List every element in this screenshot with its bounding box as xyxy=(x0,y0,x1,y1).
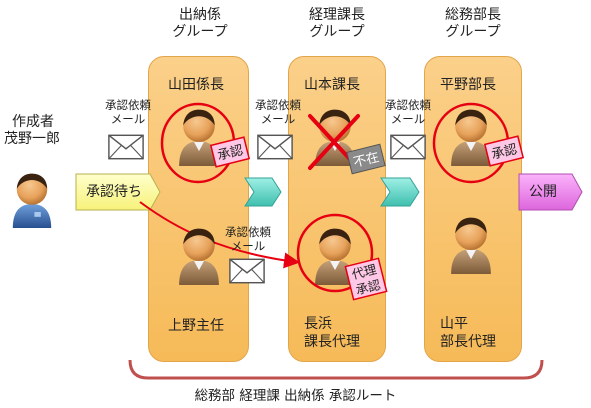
request-label-4-line2: メール xyxy=(230,239,266,253)
publish-shape xyxy=(518,173,583,211)
person-icon-yamahira xyxy=(451,217,491,274)
group-header-suitou: 出納係 グループ xyxy=(145,7,255,41)
person-name-yamada: 山田係長 xyxy=(168,77,224,93)
request-label-2-line2: メール xyxy=(260,112,296,126)
person-name-nagahama-2: 課長代理 xyxy=(304,334,360,350)
waiting-shape xyxy=(75,173,161,211)
approval-ring-nagahama xyxy=(296,213,374,293)
person-icon-yamada xyxy=(179,109,219,166)
group-header-keiri-line2: グループ xyxy=(309,24,365,40)
group-header-suitou-line1: 出納係 xyxy=(179,7,221,23)
stamp-approved-yamada-text: 承認 xyxy=(216,142,245,164)
request-label-3-line2: メール xyxy=(390,112,426,126)
route-caption: 総務部 経理課 出納係 承認ルート xyxy=(194,388,397,404)
chevron-arrow-icon-2 xyxy=(380,177,420,207)
creator-role: 作成者 xyxy=(12,114,54,130)
stamp-proxy-line1: 代理 xyxy=(350,261,378,282)
publish-label: 公開 xyxy=(529,184,557,200)
group-header-keiri-line1: 経理課長 xyxy=(309,7,365,23)
lane-suitou xyxy=(148,56,249,362)
person-name-yamamoto: 山本課長 xyxy=(304,77,360,93)
creator-person-icon xyxy=(12,173,52,228)
request-label-4: 承認依頼 メール xyxy=(216,225,280,253)
stamp-approved-hirano: 承認 xyxy=(483,135,525,167)
request-label-1-line1: 承認依頼 xyxy=(105,98,151,112)
request-label-2-line1: 承認依頼 xyxy=(255,98,301,112)
stamp-proxy-line2: 承認 xyxy=(354,277,382,298)
group-header-soumu-line1: 総務部長 xyxy=(445,7,501,23)
group-header-suitou-line2: グループ xyxy=(172,24,228,40)
creator-name: 茂野一郎 xyxy=(4,131,60,147)
request-label-3: 承認依頼 メール xyxy=(376,98,440,126)
stamp-absent-text: 不在 xyxy=(352,150,381,171)
request-label-1: 承認依頼 メール xyxy=(96,98,160,126)
person-name-ueno: 上野主任 xyxy=(168,318,224,334)
person-name-hirano: 平野部長 xyxy=(440,77,496,93)
person-name-yamahira-2: 部長代理 xyxy=(440,334,496,350)
envelope-icon-4 xyxy=(229,258,265,284)
stamp-approved-yamada: 承認 xyxy=(209,136,251,168)
route-bracket xyxy=(128,359,544,380)
request-label-4-line1: 承認依頼 xyxy=(225,225,271,239)
stamp-proxy-nagahama: 代理 承認 xyxy=(344,257,388,301)
stamp-approved-hirano-text: 承認 xyxy=(490,141,519,163)
lane-soumu xyxy=(424,56,522,362)
lane-keiri xyxy=(288,56,386,362)
group-header-keiri: 経理課長 グループ xyxy=(282,7,392,41)
person-name-yamahira-1: 山平 xyxy=(440,316,468,332)
request-label-1-line2: メール xyxy=(110,112,146,126)
waiting-label: 承認待ち xyxy=(86,184,142,200)
stamp-absent-yamamoto: 不在 xyxy=(346,143,386,175)
envelope-icon-1 xyxy=(108,134,144,160)
person-name-nagahama-1: 長浜 xyxy=(304,316,332,332)
chevron-arrow-icon-1 xyxy=(244,177,282,207)
person-icon-ueno xyxy=(179,228,219,285)
group-header-soumu: 総務部長 グループ xyxy=(418,7,528,41)
envelope-icon-3 xyxy=(390,134,426,160)
group-header-soumu-line2: グループ xyxy=(445,24,501,40)
envelope-icon-2 xyxy=(257,134,293,160)
person-icon-hirano xyxy=(451,109,491,166)
request-label-2: 承認依頼 メール xyxy=(246,98,310,126)
request-label-3-line1: 承認依頼 xyxy=(385,98,431,112)
